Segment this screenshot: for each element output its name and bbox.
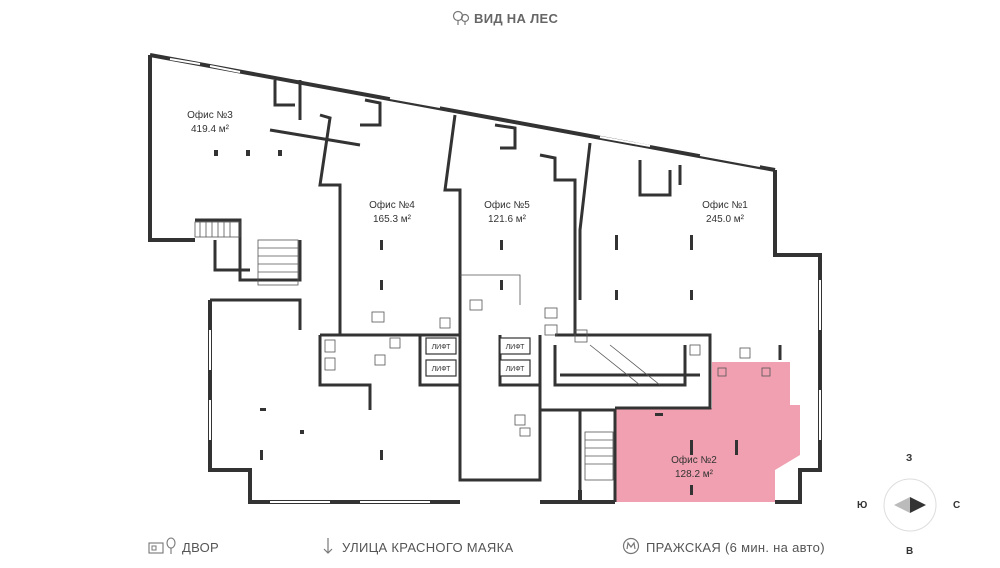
office-1-label[interactable]: Офис №1 245.0 м²: [702, 199, 748, 225]
lift-label-4: ЛИФТ: [506, 366, 526, 373]
lift-shafts: ЛИФТ ЛИФТ ЛИФТ ЛИФТ: [425, 337, 531, 377]
office-1-name: Офис №1: [702, 199, 748, 211]
office-3-area: 419.4 м²: [191, 124, 230, 135]
courtyard-icon: [148, 537, 176, 554]
office-2-highlight[interactable]: [615, 362, 800, 502]
compass: З Ю С В: [850, 448, 975, 558]
arrow-down-icon: [323, 538, 333, 554]
office-2-area: 128.2 м²: [675, 469, 714, 480]
lift-label-3: ЛИФТ: [506, 344, 526, 351]
lift-label-1: ЛИФТ: [432, 344, 452, 351]
structural-columns: [214, 150, 738, 495]
office-5-label[interactable]: Офис №5 121.6 м²: [484, 199, 530, 225]
office-4-label[interactable]: Офис №4 165.3 м²: [369, 199, 415, 225]
window-segments: [169, 58, 821, 503]
office-4-area: 165.3 м²: [373, 214, 412, 225]
view-label: ВИД НА ЛЕС: [452, 10, 559, 26]
compass-east: С: [953, 500, 961, 511]
lift-2: [425, 359, 457, 377]
interior-walls: [195, 80, 782, 502]
metro-label-text: ПРАЖСКАЯ (6 мин. на авто): [646, 540, 825, 555]
street-label: УЛИЦА КРАСНОГО МАЯКА: [322, 538, 514, 555]
lift-3: [499, 337, 531, 355]
courtyard-label: ДВОР: [148, 537, 220, 555]
metro-icon: [622, 537, 640, 555]
lift-1: [425, 337, 457, 355]
lift-4: [499, 359, 531, 377]
office-5-name: Офис №5: [484, 199, 530, 211]
office-3-name: Офис №3: [187, 109, 233, 121]
compass-south: В: [906, 546, 914, 557]
office-5-area: 121.6 м²: [488, 214, 527, 225]
office-3-label[interactable]: Офис №3 419.4 м²: [187, 109, 233, 135]
trees-icon: [452, 10, 470, 25]
compass-north: З: [906, 453, 913, 464]
street-label-text: УЛИЦА КРАСНОГО МАЯКА: [342, 540, 514, 555]
view-label-text: ВИД НА ЛЕС: [474, 11, 559, 26]
courtyard-label-text: ДВОР: [182, 540, 220, 555]
lift-label-2: ЛИФТ: [432, 366, 452, 373]
office-1-area: 245.0 м²: [706, 214, 745, 225]
compass-rose-icon: [883, 478, 937, 532]
stairs: [194, 221, 661, 481]
metro-label: ПРАЖСКАЯ (6 мин. на авто): [622, 537, 825, 555]
office-2-label[interactable]: Офис №2 128.2 м²: [671, 454, 717, 480]
compass-west: Ю: [857, 500, 868, 511]
office-2-name: Офис №2: [671, 454, 717, 466]
sanitary-fixtures: [324, 274, 771, 437]
office-4-name: Офис №4: [369, 199, 415, 211]
